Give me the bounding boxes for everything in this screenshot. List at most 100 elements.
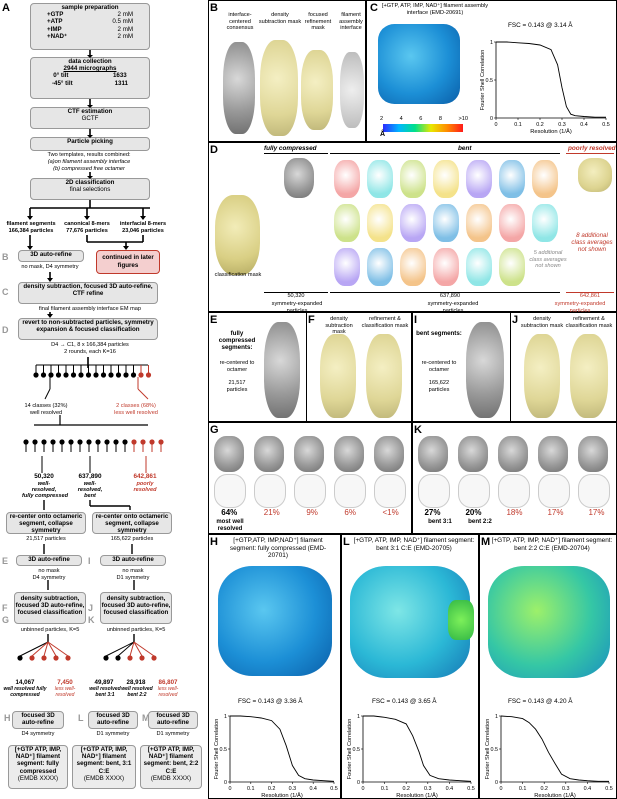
- flow-arrows: [27, 50, 150, 368]
- i8-label: interfacial 8-mers: [119, 221, 167, 227]
- n637890-l2: resolved,: [77, 487, 103, 493]
- f-col1: density subtraction mask: [325, 316, 353, 336]
- d-note-1: D4 → C1, 8 x 166,384 particles: [51, 342, 129, 348]
- fg-box: density subtraction, focused 3D auto-ref…: [14, 592, 86, 624]
- i-note-1: no mask: [122, 568, 144, 574]
- x-tick-label: 0.1: [381, 786, 389, 792]
- b-label-2: density subtraction mask: [258, 12, 302, 25]
- class-map-ghost: [334, 474, 366, 508]
- b-map-interface: [340, 52, 364, 128]
- h-refine-text: focused 3D auto-refine: [21, 712, 55, 727]
- y-axis-label: Fourier Shell Correlation: [214, 719, 220, 780]
- i-particles: particles: [428, 387, 450, 393]
- f-map-2: [366, 334, 402, 418]
- h-title: [+GTP,ATP, IMP,NAD⁺] filament segment: f…: [229, 537, 327, 560]
- g-pcts: 64% 21% 9% 6% <1%: [208, 508, 412, 517]
- l-map-highlight: [448, 600, 474, 640]
- d-class-average: [400, 160, 426, 198]
- reagent-conc: 2 mM: [117, 11, 133, 19]
- d-poor-map: [578, 158, 612, 192]
- n49897: 49,897: [94, 679, 114, 686]
- y-tick-label: 0.5: [486, 78, 494, 84]
- recenter-1-count: 21,517 particles: [26, 536, 66, 542]
- step-letter-e: E: [2, 556, 9, 566]
- tree-branch: [129, 641, 135, 657]
- c-tick-4: >10: [458, 116, 469, 122]
- j-col2: refinement & classification mask: [565, 316, 613, 329]
- i-recentered: re-centered to octamer: [421, 360, 457, 373]
- y-tick-label: 0.5: [353, 747, 361, 753]
- x-tick-label: 0: [362, 786, 365, 792]
- panel-label-d: D: [210, 144, 218, 156]
- continued-box: continued in later figures: [96, 250, 160, 274]
- d-box: revert to non-subtracted particles, symm…: [18, 318, 158, 340]
- d-class-average: [433, 204, 459, 242]
- tree-branch: [19, 641, 49, 657]
- i-n: 165,622: [428, 380, 450, 386]
- n28918-label: well resolved bent 2:2: [121, 686, 153, 698]
- class-map-ghost: [458, 474, 490, 508]
- panel-label-l: L: [343, 536, 350, 548]
- cls2-sub: less well resolved: [114, 410, 158, 416]
- x-tick-label: 0: [500, 786, 503, 792]
- y-tick-label: 1: [357, 714, 360, 720]
- class-map: [254, 436, 284, 472]
- y-tick-label: 0: [495, 780, 498, 786]
- d-class-average: [532, 204, 558, 242]
- classification-tree-2: [23, 439, 164, 473]
- step-letter-b: B: [2, 252, 9, 262]
- b-map-refinement-mask: [301, 50, 333, 130]
- d-sym-1: symmetry-expanded particles: [271, 301, 323, 314]
- fsc-curve: [363, 715, 472, 782]
- reagent-conc: 0.5 mM: [112, 18, 133, 26]
- reagent-name: +NAD⁺: [47, 32, 68, 40]
- class-map: [334, 436, 364, 472]
- tree-branch: [31, 641, 49, 657]
- recenter-2-text: re-center onto octameric segment, collap…: [95, 513, 169, 535]
- class-node-resolved: [115, 372, 122, 378]
- n14067-label: well resolved fully compressed: [3, 686, 47, 698]
- n642861: 642,861: [133, 473, 157, 480]
- b-refine-title: 3D auto-refine: [30, 251, 72, 258]
- panel-label-m: M: [481, 536, 491, 548]
- e-particles: particles: [226, 387, 248, 393]
- x-tick-label: 0.3: [289, 786, 297, 792]
- c-tick-3: 8: [438, 116, 442, 122]
- d-sym-3: symmetry-expanded particles: [554, 301, 606, 314]
- reagent-name: +ATP: [47, 18, 63, 26]
- b-refine-note: no mask, D4 symmetry: [21, 264, 79, 270]
- class-node-resolved: [63, 372, 69, 378]
- class-map-ghost: [578, 474, 610, 508]
- tree-branch: [133, 641, 143, 657]
- output-3-text: [+GTP ATP, IMP, NAD⁺] filament segment: …: [143, 746, 199, 775]
- output-2-id: (EMDB XXXX): [83, 774, 125, 782]
- class-node: [139, 655, 145, 661]
- n637890: 637,890: [78, 473, 102, 480]
- c-title: [+GTP, ATP, IMP, NAD⁺] filament assembly…: [381, 3, 489, 16]
- d-class-average: [367, 248, 393, 286]
- f-col2: refinement & classification mask: [361, 316, 409, 329]
- x-axis-label: Resolution (1/Å): [534, 792, 576, 799]
- cls14-label: 14 classes (32%): [24, 403, 68, 409]
- branch-arrows: [17, 580, 157, 661]
- c-box-text: density subtraction, focused 3D auto-ref…: [23, 283, 153, 298]
- step-letter-k: K: [88, 615, 95, 625]
- j-col1: density subtraction mask: [520, 316, 564, 329]
- m-map: [488, 566, 610, 678]
- fg-box-text: density subtraction, focused 3D auto-ref…: [15, 595, 85, 617]
- panel-label-i: I: [414, 314, 418, 326]
- n50320-l1: well-: [37, 481, 51, 487]
- class-node: [127, 655, 133, 661]
- e-n: 21,517: [228, 380, 246, 386]
- fsc-curve: [230, 715, 335, 782]
- class-node: [17, 655, 23, 661]
- x-tick-label: 0.5: [605, 786, 613, 792]
- y-tick-label: 0: [357, 780, 360, 786]
- y-tick-label: 1: [490, 40, 493, 46]
- d-note-2: 2 rounds, each K=16: [64, 349, 116, 355]
- fs-label: filament segments: [6, 221, 56, 227]
